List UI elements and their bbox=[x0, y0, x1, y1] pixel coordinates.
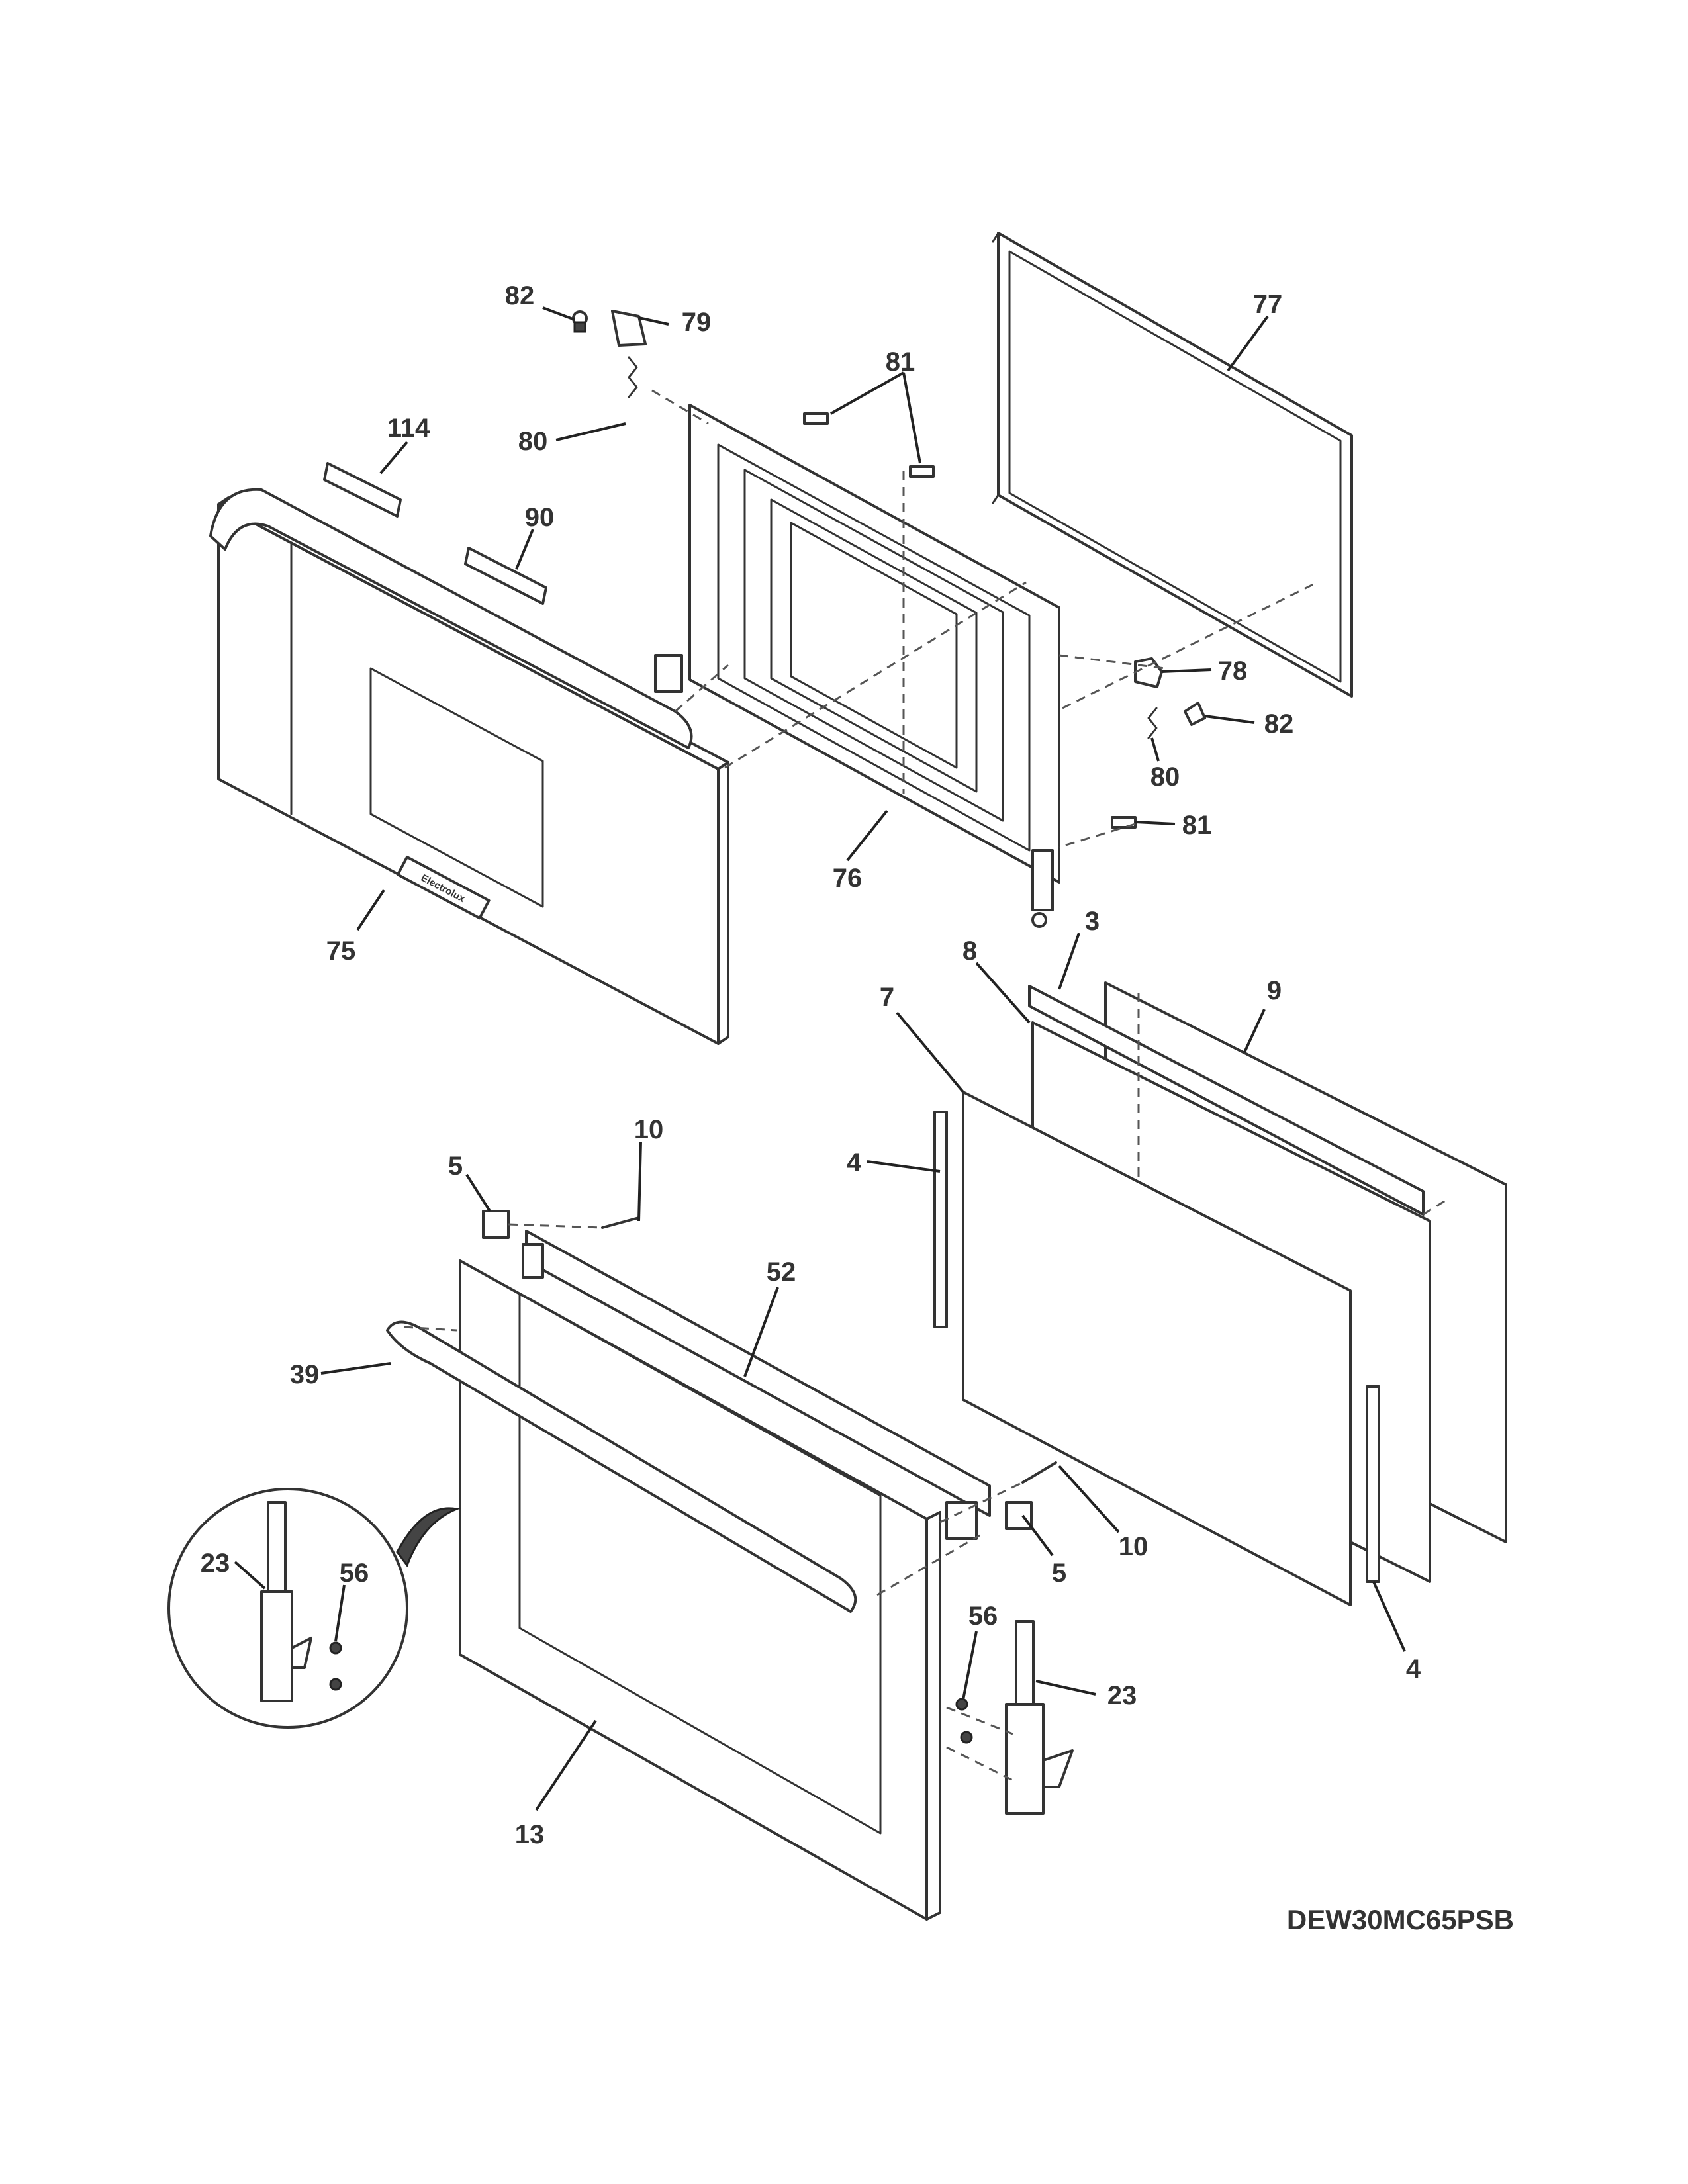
part-76-inner-door-panel bbox=[654, 404, 1060, 928]
part-56-screw-right-b bbox=[960, 1731, 973, 1744]
part-39-handle bbox=[386, 1320, 857, 1613]
callout-4-right: 4 bbox=[1406, 1655, 1421, 1684]
callout-4-left: 4 bbox=[847, 1148, 862, 1177]
callout-9: 9 bbox=[1267, 976, 1282, 1005]
part-4-spacer-left bbox=[933, 1111, 948, 1328]
callout-77: 77 bbox=[1253, 290, 1283, 319]
part-7-front-glass bbox=[962, 1091, 1352, 1606]
part-82-hinge-bumper-left bbox=[572, 310, 588, 333]
part-5-clip-right bbox=[1005, 1501, 1033, 1530]
part-81-screws-upper bbox=[803, 412, 935, 478]
callout-81-right: 81 bbox=[1182, 811, 1212, 840]
callout-81-top: 81 bbox=[886, 347, 915, 377]
callout-114: 114 bbox=[387, 414, 430, 443]
part-79-hinge-bracket bbox=[611, 310, 647, 347]
part-75-outer-door: Electrolux bbox=[209, 488, 729, 1045]
callout-5-top: 5 bbox=[448, 1152, 463, 1181]
callout-10-top: 10 bbox=[634, 1115, 664, 1144]
part-114-label bbox=[323, 462, 402, 518]
callout-82-right: 82 bbox=[1264, 709, 1294, 739]
callout-23-right: 23 bbox=[1107, 1681, 1137, 1710]
model-number: DEW30MC65PSB bbox=[1287, 1904, 1514, 1935]
callout-76: 76 bbox=[833, 864, 863, 893]
part-80-spring-left bbox=[628, 356, 638, 398]
part-23-hinge-right bbox=[1005, 1620, 1074, 1815]
callout-52: 52 bbox=[767, 1257, 796, 1287]
callout-10-bottom: 10 bbox=[1119, 1532, 1149, 1561]
callout-13: 13 bbox=[515, 1820, 545, 1849]
hinge-detail-inset bbox=[167, 1488, 461, 1729]
part-5-clip-left bbox=[482, 1210, 510, 1239]
part-90-label bbox=[464, 547, 547, 605]
part-77-gasket-frame bbox=[992, 232, 1353, 698]
callout-80-right: 80 bbox=[1150, 762, 1180, 792]
callout-79: 79 bbox=[682, 308, 712, 337]
callout-39: 39 bbox=[290, 1360, 320, 1389]
callout-23-inset: 23 bbox=[201, 1549, 230, 1578]
callout-56-right: 56 bbox=[968, 1602, 998, 1631]
part-10-screw-right bbox=[1021, 1461, 1057, 1484]
callout-78: 78 bbox=[1218, 657, 1248, 686]
part-80-spring-right bbox=[1147, 707, 1158, 739]
callout-82-top-left: 82 bbox=[505, 281, 535, 310]
callout-75: 75 bbox=[326, 936, 356, 966]
part-78-hinge-bracket bbox=[1134, 657, 1163, 688]
callout-7: 7 bbox=[880, 983, 894, 1012]
part-82-hinge-bumper-right bbox=[1184, 702, 1206, 726]
callout-5-bottom: 5 bbox=[1052, 1559, 1066, 1588]
callout-90: 90 bbox=[525, 503, 555, 532]
callout-80-left: 80 bbox=[518, 427, 548, 456]
callout-8: 8 bbox=[962, 936, 977, 966]
part-10-screw-left bbox=[601, 1216, 640, 1229]
callout-56-inset: 56 bbox=[340, 1559, 369, 1588]
callout-3: 3 bbox=[1085, 907, 1100, 936]
part-4-spacer-right bbox=[1366, 1385, 1380, 1583]
part-56-screw-right-a bbox=[955, 1698, 968, 1711]
detail-pointer-arrow bbox=[396, 1507, 461, 1568]
